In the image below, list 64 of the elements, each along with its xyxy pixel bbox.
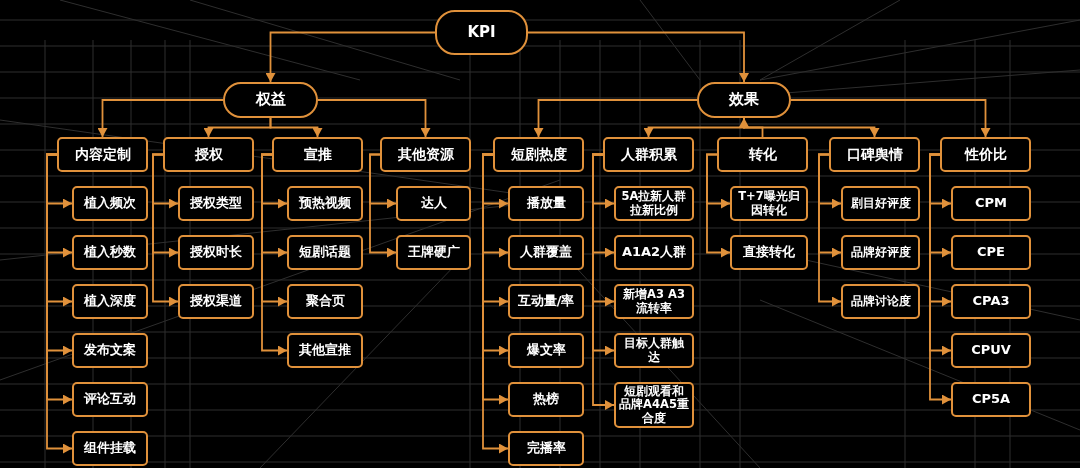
metric-box: 授权渠道: [178, 284, 254, 319]
metric-box: CPE: [951, 235, 1031, 270]
connector-arrow: [790, 99, 991, 138]
connector-arrow: [369, 153, 397, 258]
rounded-pill: 效果: [697, 82, 791, 118]
metric-box: 王牌硬广: [396, 235, 471, 270]
metric-box: 5A拉新人群拉新比例: [614, 186, 694, 221]
metric-box: 新增A3 A3流转率: [614, 284, 694, 319]
metric-box: 品牌好评度: [841, 235, 920, 270]
connector-arrow: [269, 117, 323, 138]
metric-box: 短剧观看和品牌A4A5重合度: [614, 382, 694, 428]
category-box: 内容定制: [57, 137, 148, 172]
metric-box: CPUV: [951, 333, 1031, 368]
metric-box: 热榜: [508, 382, 584, 417]
category-box: 人群积累: [603, 137, 694, 172]
metric-box: CPM: [951, 186, 1031, 221]
category-box: 宣推: [272, 137, 363, 172]
category-box: 口碑舆情: [829, 137, 920, 172]
metric-box: 目标人群触达: [614, 333, 694, 368]
metric-box: 评论互动: [72, 382, 148, 417]
connector-arrow: [482, 153, 509, 454]
connector-arrow: [261, 153, 288, 356]
connector-arrow: [97, 99, 224, 138]
connector-arrow: [929, 153, 952, 405]
connector-arrow: [818, 153, 842, 307]
metric-box: 发布文案: [72, 333, 148, 368]
metric-box: 品牌讨论度: [841, 284, 920, 319]
metric-box: 人群覆盖: [508, 235, 584, 270]
metric-box: A1A2人群: [614, 235, 694, 270]
metric-box: 聚合页: [287, 284, 363, 319]
connector-arrow: [592, 153, 615, 410]
connector-arrow: [706, 153, 731, 258]
connector-arrow: [317, 99, 431, 138]
metric-box: T+7曝光归因转化: [730, 186, 808, 221]
metric-box: 播放量: [508, 186, 584, 221]
metric-box: CPA3: [951, 284, 1031, 319]
metric-box: 植入频次: [72, 186, 148, 221]
rounded-pill: KPI: [435, 10, 528, 55]
metric-box: 授权类型: [178, 186, 254, 221]
metric-box: 短剧话题: [287, 235, 363, 270]
connector-arrow: [265, 31, 436, 83]
category-box: 转化: [717, 137, 808, 172]
connector-arrow: [46, 153, 73, 454]
category-box: 授权: [163, 137, 254, 172]
metric-box: 其他宣推: [287, 333, 363, 368]
rounded-pill: 权益: [223, 82, 318, 118]
category-box: 短剧热度: [493, 137, 584, 172]
metric-box: 剧目好评度: [841, 186, 920, 221]
category-box: 其他资源: [380, 137, 471, 172]
category-box: 性价比: [940, 137, 1031, 172]
metric-box: 植入深度: [72, 284, 148, 319]
connector-arrow: [533, 99, 698, 138]
connector-arrow: [527, 31, 749, 83]
metric-box: 组件挂载: [72, 431, 148, 466]
metric-box: 预热视频: [287, 186, 363, 221]
metric-box: CP5A: [951, 382, 1031, 417]
connector-arrow: [152, 153, 179, 307]
metric-box: 达人: [396, 186, 471, 221]
metric-box: 授权时长: [178, 235, 254, 270]
metric-box: 爆文率: [508, 333, 584, 368]
metric-box: 完播率: [508, 431, 584, 466]
metric-box: 植入秒数: [72, 235, 148, 270]
metric-box: 直接转化: [730, 235, 808, 270]
metric-box: 互动量/率: [508, 284, 584, 319]
